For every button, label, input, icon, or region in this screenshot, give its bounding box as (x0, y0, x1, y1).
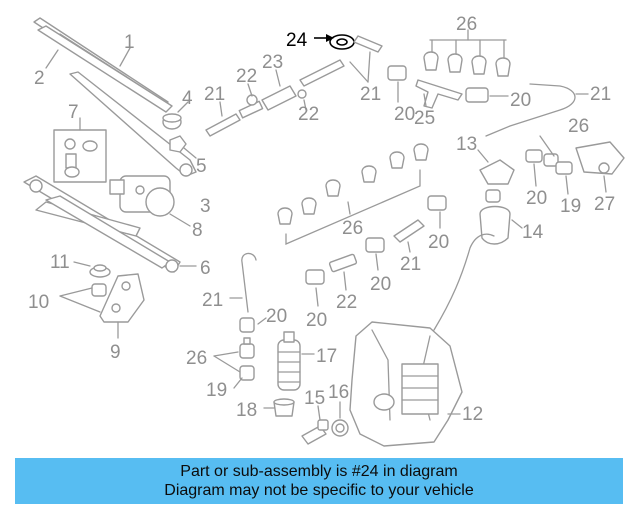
washer-reservoir-part-12[interactable] (349, 233, 495, 447)
callout-24: 24 (286, 30, 308, 51)
callout-11: 11 (50, 252, 70, 273)
callout-5: 5 (196, 156, 207, 177)
sensor-part-15[interactable] (301, 419, 329, 445)
callout-26: 26 (456, 14, 477, 35)
callout-7: 7 (68, 102, 79, 123)
tee-fitting-part-25[interactable] (415, 79, 463, 109)
wiper-linkage[interactable] (23, 175, 181, 273)
callout-15: 15 (304, 388, 325, 409)
callout-26-d: 26 (186, 348, 207, 369)
grommet-part-11[interactable] (89, 264, 111, 278)
wiper-blade[interactable] (33, 17, 173, 113)
callout-27: 27 (594, 194, 615, 215)
callout-22-b: 22 (298, 104, 319, 125)
callout-22: 22 (236, 66, 257, 87)
callout-17: 17 (316, 346, 337, 367)
connector-part-20-g[interactable] (239, 317, 255, 333)
callout-21-d: 21 (400, 254, 421, 275)
hose-part-21-right[interactable] (485, 83, 576, 137)
callout-25: 25 (414, 108, 435, 129)
callout-21-e: 21 (202, 290, 223, 311)
callout-20-c: 20 (526, 188, 547, 209)
callout-21: 21 (204, 84, 225, 105)
connector-part-23[interactable] (261, 85, 297, 111)
banner-line-1: Part or sub-assembly is #24 in diagram (180, 463, 458, 480)
callout-2: 2 (34, 68, 45, 89)
connector-part-20-e[interactable] (365, 237, 385, 253)
filler-neck-part-14[interactable] (479, 189, 511, 245)
clips-part-26-middle[interactable] (277, 143, 429, 225)
connector-part-20-f[interactable] (305, 269, 325, 285)
mounting-bracket[interactable] (99, 273, 145, 323)
check-valve-part-19[interactable] (555, 161, 573, 175)
valve-part-22-lower[interactable] (328, 253, 358, 273)
check-valve-part-19-lower[interactable] (239, 365, 255, 381)
callout-8: 8 (192, 220, 203, 241)
arrow-head-24 (326, 34, 334, 42)
grommet-part-18[interactable] (273, 398, 295, 417)
seal-part-16[interactable] (331, 419, 349, 437)
callout-10: 10 (28, 292, 49, 313)
wiper-arm[interactable] (69, 71, 197, 177)
hardware-kit-7[interactable] (53, 129, 107, 183)
cap-part-4[interactable] (162, 113, 182, 130)
hose-part-21-left[interactable] (205, 113, 241, 137)
callout-16: 16 (328, 382, 349, 403)
callout-26-c: 26 (342, 218, 363, 239)
wiper-motor[interactable] (109, 175, 175, 217)
valve-part-22-top[interactable] (238, 94, 264, 119)
hose-part-21-mid[interactable] (393, 219, 425, 243)
connector-part-20-d[interactable] (427, 195, 447, 211)
callout-20: 20 (394, 104, 415, 125)
callout-4: 4 (182, 88, 193, 109)
connector-part-20-a[interactable] (387, 65, 407, 81)
nozzle-housing-part-13[interactable] (479, 159, 515, 185)
clip-part-26-lower[interactable] (239, 337, 255, 359)
callout-14: 14 (522, 222, 544, 243)
callout-19-b: 19 (560, 196, 581, 217)
parts-diagram: 1 2 3 4 5 6 7 8 9 10 11 12 13 14 15 16 1… (23, 14, 625, 447)
callout-26-b: 26 (568, 116, 589, 137)
callout-3: 3 (200, 196, 211, 217)
callout-20-d: 20 (428, 232, 449, 253)
callout-13: 13 (456, 134, 477, 155)
callout-23: 23 (262, 52, 283, 73)
hose-part-21-vertical[interactable] (241, 252, 257, 313)
callout-21-b: 21 (360, 84, 381, 105)
callout-6: 6 (200, 258, 211, 279)
callout-1: 1 (124, 32, 135, 53)
callout-20-g: 20 (266, 306, 287, 327)
info-banner: Part or sub-assembly is #24 in diagram D… (15, 458, 623, 504)
washer-pump-part-17[interactable] (277, 331, 301, 391)
banner-line-2: Diagram may not be specific to your vehi… (164, 482, 474, 499)
callout-22-c: 22 (336, 292, 357, 313)
callout-21-c: 21 (590, 84, 611, 105)
callout-9: 9 (110, 342, 121, 363)
callout-20-f: 20 (306, 310, 327, 331)
callout-19: 19 (206, 380, 227, 401)
callout-18: 18 (236, 400, 257, 421)
washer-part-24[interactable] (329, 34, 355, 50)
nut-part-5[interactable] (169, 135, 187, 153)
hose-part-22-mid[interactable] (297, 59, 345, 99)
callout-12: 12 (462, 404, 483, 425)
connector-part-20-c[interactable] (525, 149, 559, 167)
bushing-part-10[interactable] (91, 283, 107, 297)
nozzle-part-21-top[interactable] (353, 35, 383, 53)
washer-jet-part-27[interactable] (575, 141, 625, 175)
clips-part-26-top[interactable] (423, 51, 511, 77)
callout-20-b: 20 (510, 90, 531, 111)
connector-part-20-b[interactable] (465, 87, 489, 103)
callout-20-e: 20 (370, 274, 391, 295)
